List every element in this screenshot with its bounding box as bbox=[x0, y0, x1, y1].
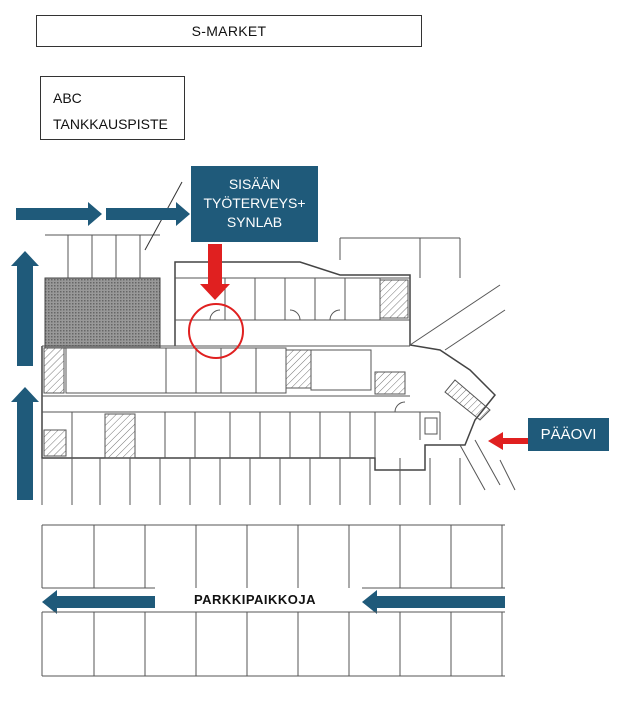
hatched-room-left bbox=[43, 347, 65, 394]
s-market-label: S-MARKET bbox=[36, 15, 422, 47]
entrance-sign: SISÄÄN TYÖTERVEYS+ SYNLAB bbox=[191, 166, 318, 242]
hatched-room-small bbox=[43, 429, 67, 457]
abc-line: ABC bbox=[53, 90, 82, 106]
floor-plan bbox=[41, 234, 516, 505]
arrow-down-red bbox=[200, 244, 230, 300]
arrow-up-2 bbox=[11, 387, 39, 500]
arrow-left-parking-1 bbox=[42, 590, 155, 614]
entrance-line-1: SISÄÄN bbox=[228, 176, 281, 192]
arrow-right-1 bbox=[16, 202, 102, 226]
abc-station-label: ABC TANKKAUSPISTE bbox=[40, 76, 185, 140]
tankkauspiste-line: TANKKAUSPISTE bbox=[53, 116, 168, 132]
stair-right bbox=[374, 371, 406, 395]
dark-hatched-area bbox=[44, 277, 161, 349]
arrow-right-2 bbox=[106, 202, 190, 226]
arrow-up-1 bbox=[11, 251, 39, 366]
parking-stalls-bottom bbox=[41, 612, 503, 676]
blue-arrows bbox=[11, 202, 505, 614]
parking-grid bbox=[41, 524, 505, 677]
arrow-left-red bbox=[488, 432, 528, 450]
entrance-line-3: SYNLAB bbox=[226, 214, 283, 230]
building-outline bbox=[41, 261, 497, 471]
stair-top bbox=[379, 279, 409, 319]
main-door-sign: PÄÄOVI bbox=[528, 418, 609, 451]
entrance-highlight-circle bbox=[188, 303, 244, 359]
hatched-room-bottom bbox=[104, 413, 136, 459]
wc-block bbox=[285, 349, 312, 389]
arrow-left-parking-2 bbox=[362, 590, 505, 614]
entrance-line-2: TYÖTERVEYS+ bbox=[203, 195, 306, 211]
red-arrows bbox=[200, 244, 528, 450]
lobby-ramp bbox=[444, 379, 491, 421]
parking-label: PARKKIPAIKKOJA bbox=[193, 592, 317, 607]
parking-stalls-top bbox=[41, 525, 503, 588]
